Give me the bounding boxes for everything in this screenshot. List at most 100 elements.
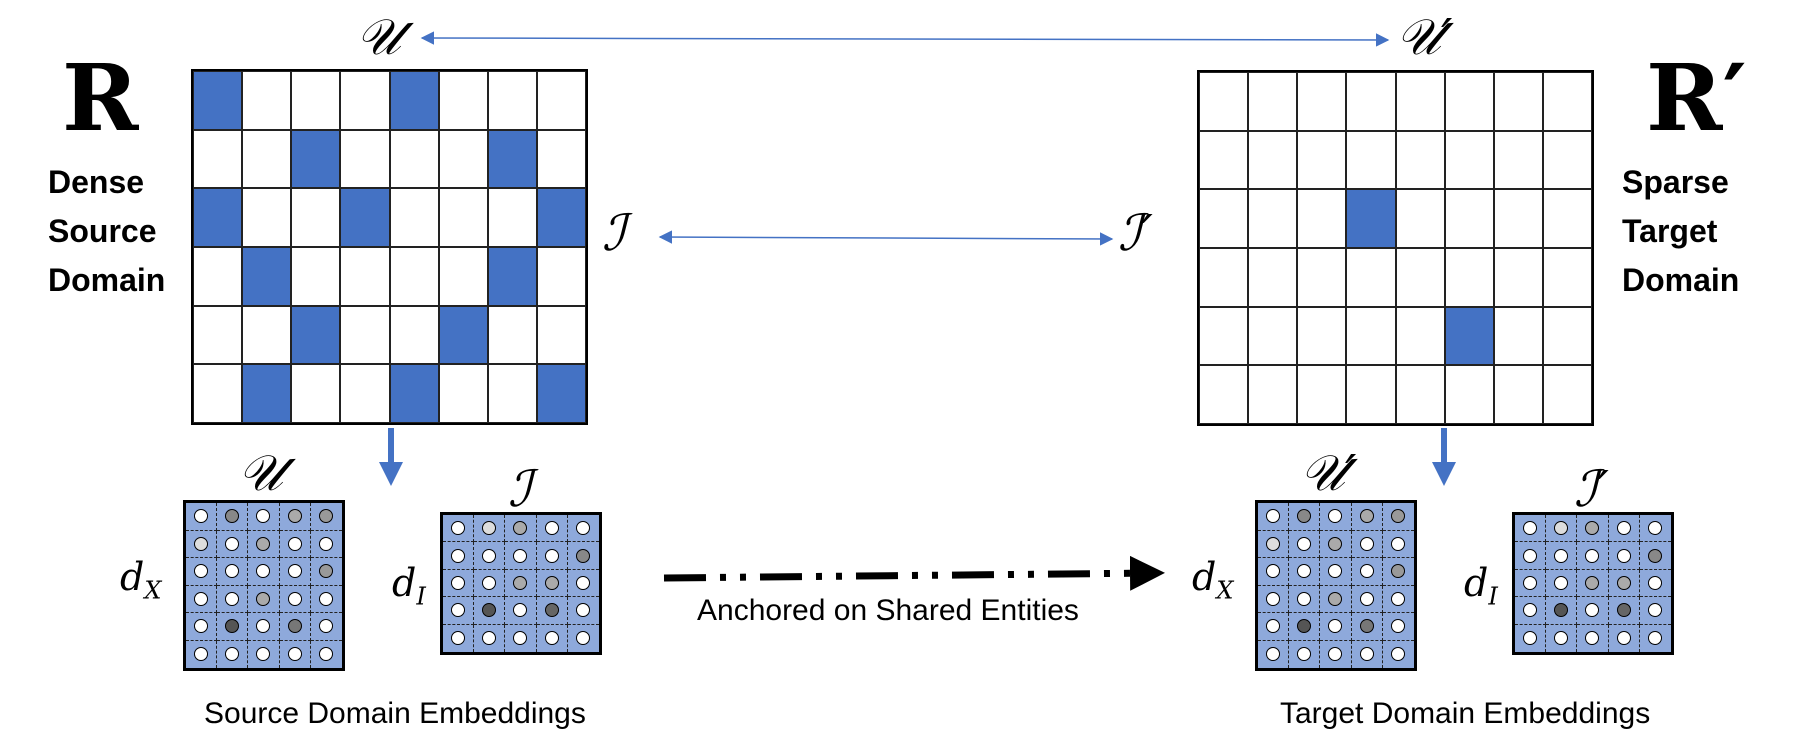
target-matrix-empty-cell <box>1493 365 1543 424</box>
target-user-embedding-cell <box>1289 558 1321 586</box>
source-matrix-empty-cell <box>242 188 292 247</box>
target-matrix-empty-cell <box>1346 365 1396 424</box>
target-item-embedding-symbol: ℐ′ <box>1574 460 1609 518</box>
source-matrix-filled-cell <box>536 188 586 247</box>
target-item-embedding-cell <box>1608 569 1640 598</box>
target-user-embedding-dot <box>1359 509 1374 524</box>
source-matrix-empty-cell <box>291 247 341 306</box>
source-user-embedding-cell <box>311 641 342 669</box>
source-item-embedding-dot <box>576 603 591 618</box>
source-user-embedding-dot <box>319 619 334 634</box>
target-item-embedding-dot <box>1616 521 1631 536</box>
source-matrix-filled-cell <box>242 364 292 423</box>
source-matrix-empty-cell <box>291 188 341 247</box>
source-domain-line-3: Domain <box>48 262 166 298</box>
target-item-embedding-cell <box>1577 569 1609 598</box>
target-domain-label: Sparse Target Domain <box>1622 158 1739 305</box>
target-item-embedding-dot <box>1585 575 1600 590</box>
target-matrix-empty-cell <box>1395 189 1445 248</box>
source-matrix-empty-cell <box>536 71 586 130</box>
user-correspondence-arrow <box>420 31 1390 47</box>
source-item-embedding-dot <box>576 631 591 646</box>
source-item-embedding-dot <box>482 631 497 646</box>
source-item-embedding-cell <box>568 625 599 652</box>
source-matrix-empty-cell <box>340 247 390 306</box>
source-item-embedding-dot <box>451 548 466 563</box>
target-domain-line-3: Domain <box>1622 262 1740 298</box>
source-matrix-empty-cell <box>340 305 390 365</box>
source-user-embedding-cell <box>280 640 311 668</box>
source-user-embedding-dot <box>287 536 302 551</box>
target-user-embedding-dot <box>1297 619 1312 634</box>
source-user-embedding-dot <box>194 509 209 524</box>
source-user-dimension-label: dX <box>120 558 161 603</box>
target-item-embedding-dot <box>1585 521 1600 536</box>
target-item-embedding-cell <box>1546 515 1578 543</box>
dim-item-sub: I <box>1488 582 1498 611</box>
target-matrix-empty-cell <box>1395 365 1445 424</box>
anchor-transfer-arrow <box>663 555 1165 591</box>
target-item-embedding-cell <box>1515 569 1547 598</box>
source-user-embedding-cell <box>279 530 311 558</box>
source-matrix-empty-cell <box>389 188 439 247</box>
source-item-embedding-dot <box>513 548 528 563</box>
source-matrix-empty-cell <box>438 188 488 247</box>
target-matrix-empty-cell <box>1542 189 1592 248</box>
target-matrix-empty-cell <box>1542 248 1592 307</box>
source-item-embedding-cell <box>536 569 568 598</box>
target-item-embedding-cell <box>1577 542 1609 570</box>
target-item-embedding-cell <box>1608 597 1640 625</box>
target-item-embedding-dot <box>1523 631 1538 646</box>
source-item-embedding-cell <box>567 570 599 598</box>
target-matrix-empty-cell <box>1542 130 1592 190</box>
source-matrix-empty-cell <box>193 247 243 306</box>
source-domain-line-2: Source <box>48 213 157 249</box>
target-matrix-empty-cell <box>1395 306 1445 366</box>
source-item-embedding-cell <box>474 569 506 598</box>
source-item-embedding-dot <box>576 548 591 563</box>
target-item-embedding-cell <box>1546 597 1578 625</box>
target-item-embedding-dot <box>1554 521 1569 536</box>
target-matrix-empty-cell <box>1199 72 1249 131</box>
source-item-embedding-dot <box>513 575 528 590</box>
source-user-embedding-dot <box>194 619 209 634</box>
source-user-embedding-cell <box>217 558 249 586</box>
target-user-embedding-dot <box>1266 647 1281 662</box>
target-matrix-filled-cell <box>1444 306 1494 366</box>
target-user-embedding-dot <box>1391 591 1406 606</box>
source-item-embedding-cell <box>536 597 568 625</box>
target-user-embedding-cell <box>1320 530 1352 558</box>
source-item-embedding-cell <box>567 515 599 543</box>
target-item-embedding-cell <box>1639 515 1671 543</box>
target-user-embedding-dot <box>1266 591 1281 606</box>
target-matrix-empty-cell <box>1444 130 1494 190</box>
source-matrix-empty-cell <box>487 364 537 423</box>
source-user-embedding-dot <box>256 536 271 551</box>
source-user-embedding-cell <box>310 586 342 613</box>
source-matrix-empty-cell <box>193 364 243 423</box>
source-matrix-filled-cell <box>291 129 341 189</box>
target-user-embedding-cell <box>1258 503 1290 531</box>
target-user-symbol: 𝒰′ <box>1396 8 1453 66</box>
source-user-embedding-dot <box>225 619 240 634</box>
target-matrix-empty-cell <box>1444 248 1494 307</box>
target-user-embedding-cell <box>1382 558 1414 586</box>
target-item-embedding-cell <box>1515 597 1547 625</box>
source-matrix-empty-cell <box>242 129 292 189</box>
source-matrix-filled-cell <box>536 364 586 423</box>
source-user-embedding-cell <box>279 585 311 613</box>
target-user-embedding-symbol: 𝒰′ <box>1300 444 1357 502</box>
target-user-embedding-dot <box>1359 564 1374 579</box>
source-item-embedding-cell <box>537 624 568 652</box>
source-item-embedding-matrix <box>440 512 602 655</box>
target-item-embedding-cell <box>1609 624 1640 652</box>
target-user-embedding-cell <box>1382 503 1414 531</box>
target-matrix-label: R′ <box>1646 44 1747 152</box>
source-user-embedding-dot <box>194 536 209 551</box>
source-user-embedding-symbol: 𝒰 <box>238 444 283 502</box>
target-item-embedding-dot <box>1523 575 1538 590</box>
source-user-embedding-cell <box>217 503 249 531</box>
target-matrix-empty-cell <box>1297 248 1347 307</box>
source-matrix-filled-cell <box>340 188 390 247</box>
target-user-embedding-dot <box>1328 647 1343 662</box>
